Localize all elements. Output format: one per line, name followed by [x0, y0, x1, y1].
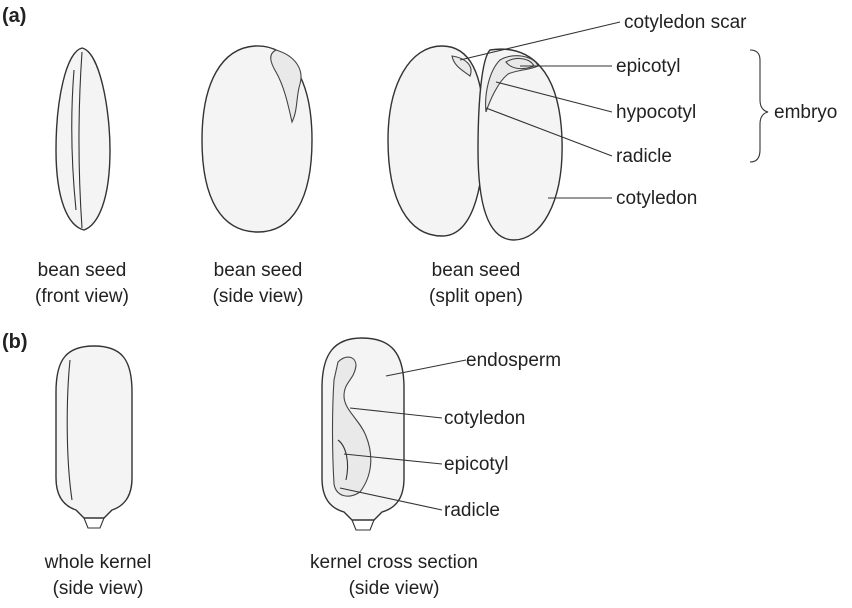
- caption-front-line1: bean seed: [38, 260, 127, 281]
- part-a-letter: (a): [2, 5, 26, 27]
- label-radicle-b: radicle: [444, 500, 500, 521]
- caption-whole-line2: (side view): [53, 578, 144, 599]
- bean-seed-side-view: [202, 46, 312, 232]
- label-cotyledon-a: cotyledon: [616, 188, 697, 209]
- label-endosperm: endosperm: [466, 350, 561, 371]
- label-cotyledon-b: cotyledon: [444, 408, 525, 429]
- caption-cross-line1: kernel cross section: [310, 552, 478, 573]
- caption-split-line1: bean seed: [432, 260, 521, 281]
- caption-side-line2: (side view): [213, 286, 304, 307]
- label-epicotyl-b: epicotyl: [444, 454, 508, 475]
- caption-side-line1: bean seed: [214, 260, 303, 281]
- caption-cross-line2: (side view): [349, 578, 440, 599]
- caption-split-line2: (split open): [429, 286, 523, 307]
- caption-whole-line1: whole kernel: [44, 552, 152, 573]
- label-embryo: embryo: [774, 102, 837, 123]
- part-b-letter: (b): [2, 331, 28, 353]
- caption-front-line2: (front view): [35, 286, 129, 307]
- bean-seed-split-left-half: [388, 46, 484, 236]
- label-cotyledon-scar: cotyledon scar: [624, 12, 747, 33]
- kernel-cross-section: [322, 338, 404, 530]
- label-epicotyl-a: epicotyl: [616, 56, 680, 77]
- bean-seed-front-view: [56, 48, 110, 230]
- label-radicle-a: radicle: [616, 146, 672, 167]
- label-hypocotyl: hypocotyl: [616, 102, 696, 123]
- bean-seed-split-right-half: [478, 49, 562, 240]
- whole-kernel: [56, 346, 132, 528]
